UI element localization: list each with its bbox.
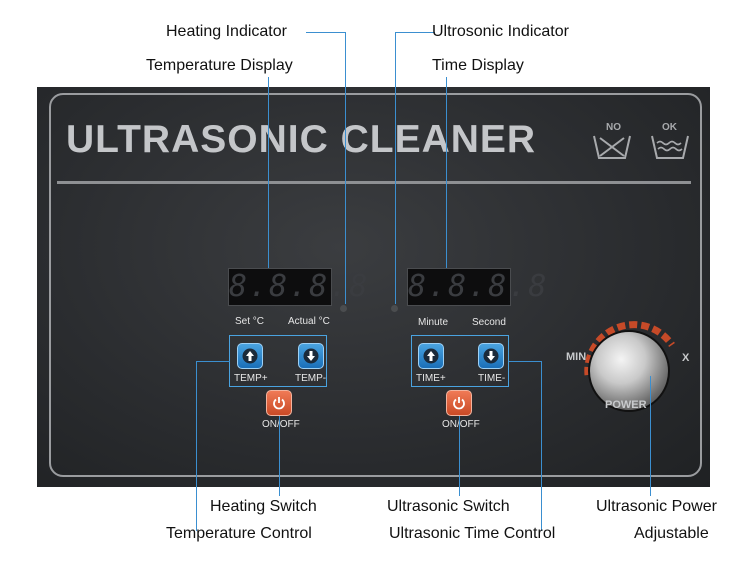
temperature-display: 8.8.8.8: [228, 268, 370, 306]
power-icon: [273, 397, 285, 410]
arrow-up-icon: [423, 348, 439, 364]
leader-line: [395, 32, 435, 33]
time-plus-label: TIME+: [416, 373, 446, 384]
leader-line: [459, 416, 460, 496]
temperature-display-callout: Temperature Display: [146, 57, 293, 74]
knob-power-label: POWER: [605, 399, 647, 411]
time-minus-label: TIME-: [478, 373, 506, 384]
leader-line: [196, 361, 197, 531]
ok-wash-icon: OK: [648, 122, 692, 162]
leader-line: [196, 361, 230, 362]
time-control-frame: [411, 335, 509, 387]
no-wash-icon: NO: [590, 122, 634, 162]
ultrasonic-indicator-led: [391, 305, 398, 312]
heating-indicator-led: [340, 305, 347, 312]
ultrasonic-onoff-label: ON/OFF: [442, 419, 480, 430]
leader-line: [650, 376, 651, 496]
knob-min-label: MIN: [566, 351, 587, 363]
leader-line: [279, 416, 280, 496]
power-icon: [453, 397, 465, 410]
leader-line: [345, 32, 346, 304]
heating-indicator-callout: Heating Indicator: [166, 23, 287, 40]
arrow-down-icon: [303, 348, 319, 364]
temperature-control-callout: Temperature Control: [166, 525, 312, 542]
leader-line: [541, 361, 542, 531]
actual-temp-label: Actual °C: [288, 316, 330, 327]
leader-line: [395, 32, 396, 304]
ultrasonic-time-control-callout: Ultrasonic Time Control: [389, 525, 556, 542]
leader-line: [306, 32, 346, 33]
temp-up-button[interactable]: [237, 343, 263, 369]
knob-max-label: X: [682, 352, 690, 364]
temp-plus-label: TEMP+: [234, 373, 268, 384]
time-up-button[interactable]: [418, 343, 444, 369]
set-temp-label: Set °C: [235, 316, 265, 327]
power-knob[interactable]: [588, 330, 670, 412]
panel-border: [49, 93, 702, 477]
adjustable-callout: Adjustable: [634, 525, 709, 542]
arrow-up-icon: [242, 348, 258, 364]
time-display-callout: Time Display: [432, 57, 524, 74]
temp-minus-label: TEMP-: [295, 373, 327, 384]
leader-line: [446, 77, 447, 268]
temp-down-button[interactable]: [298, 343, 324, 369]
heating-switch-button[interactable]: [266, 390, 292, 416]
panel-divider: [57, 181, 691, 184]
leader-line: [509, 361, 541, 362]
time-down-button[interactable]: [478, 343, 504, 369]
heating-switch-callout: Heating Switch: [210, 498, 317, 515]
ultrasonic-switch-button[interactable]: [446, 390, 472, 416]
ultrasonic-power-callout: Ultrasonic Power: [596, 498, 717, 515]
time-display: 8.8.8.8: [407, 268, 549, 306]
minute-label: Minute: [418, 317, 449, 328]
leader-line: [268, 77, 269, 268]
ultrasonic-indicator-callout: Ultrosonic Indicator: [432, 23, 569, 40]
second-label: Second: [472, 317, 506, 328]
ultrasonic-switch-callout: Ultrasonic Switch: [387, 498, 510, 515]
arrow-down-icon: [483, 348, 499, 364]
heating-onoff-label: ON/OFF: [262, 419, 300, 430]
panel-title: ULTRASONIC CLEANER: [66, 118, 537, 161]
